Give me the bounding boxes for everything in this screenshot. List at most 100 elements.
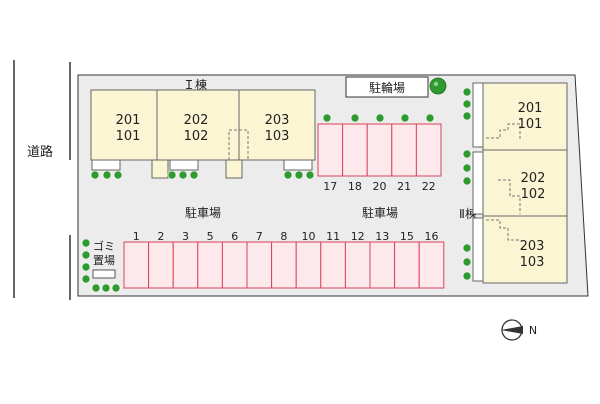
building-1-entry-2	[225, 159, 243, 179]
tree-icon	[90, 170, 100, 180]
bottom-stall-number-1: 1	[133, 230, 140, 243]
bottom-stall-number-6: 6	[231, 230, 238, 243]
building-2-unit-1-upper: 201	[518, 101, 543, 116]
building-1-unit-3-lower: 103	[265, 129, 290, 144]
building-2-unit-1-lower: 101	[518, 117, 543, 132]
building-1-stairs	[228, 129, 249, 160]
building-2: Ⅱ棟 201 101 202 102 203 103	[459, 82, 568, 284]
bottom-stall-3	[172, 241, 199, 289]
bottom-stall-number-13: 13	[375, 230, 389, 243]
top-stall-number-22: 22	[422, 180, 436, 193]
tree-icon	[400, 113, 410, 123]
north-arrow-label: N	[529, 324, 537, 337]
road-label: 道路	[27, 144, 53, 160]
bottom-stall-number-5: 5	[207, 230, 214, 243]
building-1-label: Ｉ棟	[183, 77, 207, 92]
building-2-body	[482, 82, 568, 284]
building-1-body	[90, 89, 316, 161]
building-2-balcony-2	[472, 151, 484, 215]
tree-icon	[425, 113, 435, 123]
building-1: Ｉ棟 201 101 202 102 203 103	[90, 77, 316, 179]
building-1-balcony-1	[91, 159, 121, 171]
bottom-stall-number-2: 2	[157, 230, 164, 243]
building-2-unit-3-upper: 203	[520, 239, 545, 254]
bottom-stall-10	[295, 241, 322, 289]
large-tree-icon	[429, 77, 447, 95]
bottom-stall-number-12: 12	[351, 230, 365, 243]
tree-icon	[350, 113, 360, 123]
top-stall-22	[415, 123, 442, 177]
bottom-stall-number-11: 11	[326, 230, 340, 243]
tree-icon	[102, 170, 112, 180]
tree-icon	[462, 243, 472, 253]
garbage-area-label-2: 置場	[93, 254, 115, 267]
bottom-stall-number-7: 7	[256, 230, 263, 243]
bottom-stall-16	[418, 241, 445, 289]
tree-icon	[283, 170, 293, 180]
top-stall-18	[342, 123, 368, 177]
building-1-unit-2-lower: 102	[184, 129, 209, 144]
bottom-stall-7	[246, 241, 273, 289]
building-2-unit-3-lower: 103	[520, 255, 545, 270]
top-stall-number-21: 21	[397, 180, 411, 193]
building-2-balcony-1	[472, 82, 484, 148]
top-stall-21	[391, 123, 417, 177]
tree-icon	[189, 170, 199, 180]
building-2-stairs-2	[486, 219, 520, 241]
garbage-area-box	[92, 269, 116, 279]
bottom-stall-11	[320, 241, 346, 289]
top-stall-number-20: 20	[373, 180, 387, 193]
north-arrow-pointer	[501, 326, 523, 334]
tree-icon	[462, 257, 472, 267]
tree-icon	[462, 111, 472, 121]
building-1-unit-3-upper: 203	[265, 113, 290, 128]
parking-label-left: 駐車場	[185, 205, 221, 220]
large-tree-highlight	[433, 81, 439, 87]
building-2-unit-2-upper: 202	[521, 171, 546, 186]
tree-icon	[167, 170, 177, 180]
building-1-unit-2-upper: 202	[184, 113, 209, 128]
tree-icon	[111, 283, 121, 293]
bottom-stall-number-15: 15	[400, 230, 414, 243]
north-arrow: N	[501, 319, 537, 341]
tree-icon	[462, 99, 472, 109]
top-stall-number-17: 17	[323, 180, 337, 193]
bottom-stall-13	[369, 241, 396, 289]
building-2-balcony-3	[472, 217, 484, 282]
bicycle-parking-label: 駐輪場	[369, 80, 405, 95]
bottom-stall-number-10: 10	[302, 230, 316, 243]
bottom-stall-5	[197, 241, 223, 289]
garbage-area: ゴミ 置場	[92, 239, 116, 279]
bottom-stall-12	[344, 241, 371, 289]
bottom-stall-number-8: 8	[280, 230, 287, 243]
tree-icon	[322, 113, 332, 123]
top-stall-20	[366, 123, 393, 177]
tree-icon	[81, 250, 91, 260]
building-1-unit-1-lower: 101	[116, 129, 141, 144]
top-stall-number-18: 18	[348, 180, 362, 193]
bicycle-parking	[345, 76, 429, 98]
building-1-balcony-3	[283, 159, 313, 171]
building-1-unit-1-upper: 201	[116, 113, 141, 128]
building-1-entry-1	[151, 159, 169, 179]
trees	[81, 77, 472, 293]
tree-icon	[113, 170, 123, 180]
tree-icon	[462, 87, 472, 97]
building-1-balcony-2	[169, 159, 199, 171]
tree-icon	[178, 170, 188, 180]
bottom-stall-15	[394, 241, 420, 289]
garbage-area-label-1: ゴミ	[93, 239, 115, 253]
tree-icon	[462, 163, 472, 173]
tree-icon	[81, 238, 91, 248]
tree-icon	[81, 262, 91, 272]
parking-label-right: 駐車場	[362, 205, 398, 220]
building-2-stairs-1	[486, 123, 521, 140]
tree-icon	[462, 149, 472, 159]
bottom-stall-1	[123, 241, 150, 289]
tree-icon	[462, 271, 472, 281]
tree-icon	[375, 113, 385, 123]
bottom-stall-2	[148, 241, 174, 289]
building-2-unit-2-lower: 102	[521, 187, 546, 202]
tree-icon	[91, 283, 101, 293]
